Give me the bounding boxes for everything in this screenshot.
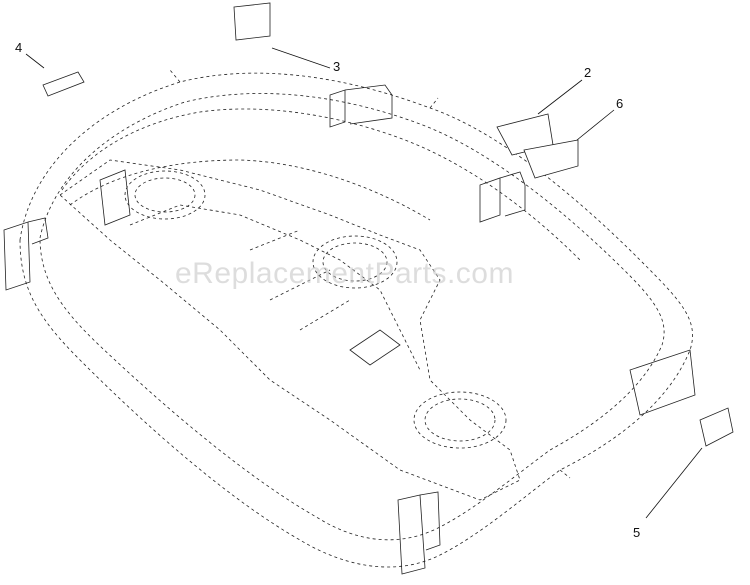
callout-number-2: 2 bbox=[584, 65, 591, 80]
callout-number-3: 3 bbox=[333, 59, 340, 74]
deck-brackets bbox=[3, 84, 696, 575]
decal-item-6 bbox=[523, 139, 579, 179]
mower-deck-shell bbox=[19, 69, 693, 568]
decal-item-4 bbox=[42, 71, 85, 97]
decal-item-3 bbox=[233, 2, 271, 41]
watermark: eReplacementParts.com bbox=[175, 257, 514, 290]
callout-number-6: 6 bbox=[616, 96, 623, 111]
callout-number-4: 4 bbox=[15, 40, 22, 55]
callout-leaders bbox=[25, 47, 703, 519]
callout-number-5: 5 bbox=[633, 525, 640, 540]
decals bbox=[42, 2, 734, 447]
spindle-openings bbox=[124, 170, 507, 449]
deck-inner-frame bbox=[59, 159, 521, 501]
decal-item-5 bbox=[699, 407, 734, 447]
